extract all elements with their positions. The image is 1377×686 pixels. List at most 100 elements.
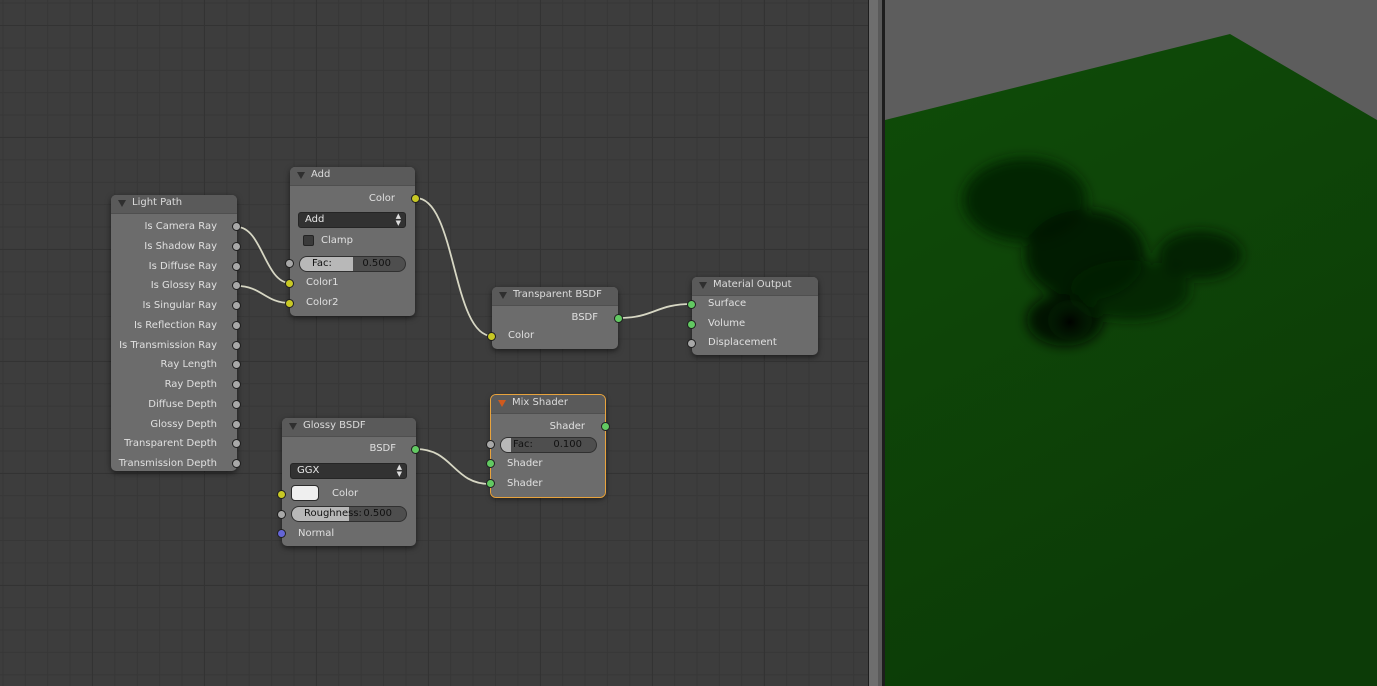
output-label-color: Color bbox=[368, 193, 395, 204]
output-socket[interactable] bbox=[232, 380, 241, 389]
operation-dropdown[interactable]: Add ▲▼ bbox=[298, 212, 406, 228]
output-socket-bsdf[interactable] bbox=[411, 445, 420, 454]
output-label-bsdf: BSDF bbox=[369, 443, 396, 454]
node-title: Light Path bbox=[132, 197, 183, 208]
divider-bar-edge bbox=[878, 0, 882, 686]
node-light-path[interactable]: Light Path Is Camera Ray Is Shadow Ray Is … bbox=[111, 195, 241, 471]
roughness-slider-value: 0.500 bbox=[363, 508, 392, 519]
fac-slider-value: 0.500 bbox=[362, 258, 391, 269]
input-label-shader1: Shader bbox=[507, 458, 543, 469]
node-title: Mix Shader bbox=[512, 397, 568, 408]
clamp-checkbox[interactable] bbox=[303, 235, 314, 246]
input-socket-color[interactable] bbox=[277, 490, 286, 499]
ground-plane bbox=[885, 34, 1377, 686]
distribution-dropdown[interactable]: GGX ▲▼ bbox=[290, 463, 407, 479]
output-socket[interactable] bbox=[232, 222, 241, 231]
fac-slider[interactable]: Fac: 0.100 bbox=[500, 437, 597, 453]
input-socket-fac[interactable] bbox=[486, 440, 495, 449]
node-mix-shader[interactable]: Mix Shader Shader Fac: 0.100 Shader Shad… bbox=[486, 394, 610, 498]
input-socket-color[interactable] bbox=[487, 332, 496, 341]
node-header[interactable]: Transparent BSDF bbox=[492, 287, 618, 306]
link-glossy-to-mix bbox=[415, 448, 491, 485]
input-socket-displacement[interactable] bbox=[687, 339, 696, 348]
input-socket-normal[interactable] bbox=[277, 529, 286, 538]
collapse-triangle-icon[interactable] bbox=[498, 400, 506, 407]
node-header[interactable]: Material Output bbox=[692, 277, 818, 296]
output-socket[interactable] bbox=[232, 261, 241, 271]
color-swatch[interactable] bbox=[291, 485, 319, 501]
collapse-triangle-icon[interactable] bbox=[699, 282, 707, 289]
input-label-normal: Normal bbox=[298, 528, 335, 539]
node-editor[interactable]: Light Path Is Camera Ray Is Shadow Ray Is … bbox=[0, 0, 868, 686]
output-socket-bsdf[interactable] bbox=[614, 314, 623, 323]
output-socket-color[interactable] bbox=[411, 194, 420, 203]
output-label: Is Diffuse Ray bbox=[148, 260, 217, 272]
input-socket-color2[interactable] bbox=[285, 299, 294, 308]
collapse-triangle-icon[interactable] bbox=[297, 172, 305, 179]
output-socket[interactable] bbox=[232, 281, 241, 291]
input-label-color1: Color1 bbox=[306, 277, 339, 288]
render-viewport[interactable] bbox=[885, 0, 1377, 686]
node-title: Add bbox=[311, 169, 331, 180]
output-label: Is Shadow Ray bbox=[144, 240, 217, 252]
node-header[interactable]: Light Path bbox=[111, 195, 237, 214]
input-label-volume: Volume bbox=[708, 318, 746, 329]
node-title: Transparent BSDF bbox=[513, 289, 602, 300]
fac-slider-label: Fac: bbox=[513, 439, 533, 450]
output-socket[interactable] bbox=[232, 419, 241, 429]
output-label: Is Glossy Ray bbox=[150, 280, 217, 292]
input-socket-fac[interactable] bbox=[285, 259, 294, 268]
output-socket[interactable] bbox=[232, 439, 241, 449]
output-socket[interactable] bbox=[232, 360, 241, 370]
input-socket-color1[interactable] bbox=[285, 279, 294, 288]
output-socket[interactable] bbox=[232, 241, 241, 251]
node-title: Glossy BSDF bbox=[303, 420, 366, 431]
output-socket[interactable] bbox=[232, 459, 241, 468]
output-label: Is Camera Ray bbox=[144, 221, 217, 232]
link-glossy-to-color2 bbox=[236, 285, 291, 304]
roughness-slider[interactable]: Roughness: 0.500 bbox=[291, 506, 407, 522]
roughness-slider-label: Roughness: bbox=[304, 508, 362, 519]
input-label-shader2: Shader bbox=[507, 478, 543, 489]
output-socket[interactable] bbox=[232, 340, 241, 350]
collapse-triangle-icon[interactable] bbox=[499, 292, 507, 299]
fac-slider[interactable]: Fac: 0.500 bbox=[299, 256, 406, 272]
node-glossy-bsdf[interactable]: Glossy BSDF BSDF GGX ▲▼ Color Roughness:… bbox=[277, 418, 420, 546]
input-socket-shader2[interactable] bbox=[486, 479, 495, 488]
node-material-output[interactable]: Material Output Surface Volume Displacem… bbox=[687, 277, 818, 355]
input-label-color: Color bbox=[332, 488, 359, 499]
collapse-triangle-icon[interactable] bbox=[289, 423, 297, 430]
link-camera-to-color1 bbox=[236, 226, 291, 284]
node-header[interactable]: Mix Shader bbox=[491, 395, 605, 414]
output-label-shader: Shader bbox=[549, 421, 585, 432]
output-label: Transparent Depth bbox=[124, 438, 217, 450]
slider-fill bbox=[300, 257, 353, 271]
output-label: Transmission Depth bbox=[118, 458, 217, 469]
output-label: Ray Length bbox=[160, 359, 217, 371]
input-socket-shader1[interactable] bbox=[486, 459, 495, 468]
output-socket[interactable] bbox=[232, 301, 241, 310]
node-header[interactable]: Add bbox=[290, 167, 415, 186]
area-divider[interactable] bbox=[868, 0, 885, 686]
distribution-value: GGX bbox=[297, 465, 320, 476]
node-add[interactable]: Add Color Add ▲▼ Clamp Fac: 0.500 Color1… bbox=[285, 167, 420, 316]
input-socket-roughness[interactable] bbox=[277, 510, 286, 519]
operation-value: Add bbox=[305, 214, 325, 225]
input-socket-volume[interactable] bbox=[687, 320, 696, 329]
up-down-arrow-icon: ▲▼ bbox=[396, 463, 402, 478]
output-label: Is Reflection Ray bbox=[133, 319, 217, 331]
shadow-core bbox=[1048, 300, 1092, 340]
node-transparent-bsdf[interactable]: Transparent BSDF BSDF Color bbox=[487, 287, 623, 349]
input-socket-surface[interactable] bbox=[687, 300, 696, 309]
output-label: Diffuse Depth bbox=[148, 398, 217, 410]
input-label-color2: Color2 bbox=[306, 297, 339, 308]
node-header[interactable]: Glossy BSDF bbox=[282, 418, 416, 437]
output-label: Is Transmission Ray bbox=[119, 339, 217, 351]
output-socket-shader[interactable] bbox=[601, 422, 610, 431]
output-socket[interactable] bbox=[232, 399, 241, 409]
slider-fill bbox=[501, 438, 511, 452]
monkey-shadow bbox=[963, 158, 1242, 346]
output-socket[interactable] bbox=[232, 320, 241, 330]
slider-fill bbox=[292, 507, 349, 521]
collapse-triangle-icon[interactable] bbox=[118, 200, 126, 207]
